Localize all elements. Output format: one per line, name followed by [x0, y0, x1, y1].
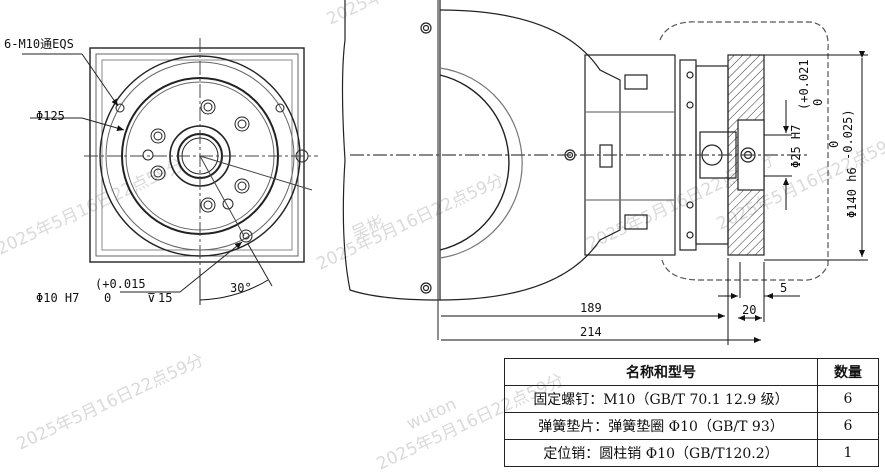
part-qty: 6 — [817, 412, 879, 440]
dia140-tol-lower: -0.025) — [841, 109, 855, 160]
bolt-holes — [142, 99, 250, 213]
part-name: 固定螺钉：M10（GB/T 70.1 12.9 级） — [504, 385, 818, 413]
dia140-label: Φ140 h6 — [845, 167, 859, 218]
angle-label: 30° — [230, 281, 252, 295]
part-qty: 1 — [817, 439, 879, 467]
depth-symbol: ⊽ — [147, 291, 156, 305]
dim-20: 20 — [742, 303, 756, 317]
header-qty: 数量 — [817, 358, 879, 386]
flange-front-view — [22, 38, 318, 305]
part-name: 弹簧垫片：弹簧垫圈 Φ10（GB/T 93） — [504, 412, 818, 440]
table-row: 弹簧垫片：弹簧垫圈 Φ10（GB/T 93） 6 — [504, 412, 879, 440]
dim-214: 214 — [580, 325, 602, 339]
part-name: 定位销：圆柱销 Φ10（GB/T120.2） — [504, 439, 818, 467]
vertical-dimensions — [764, 51, 868, 261]
watermark-date: 2025年5月16日22点59分 — [314, 170, 507, 274]
table-row: 定位销：圆柱销 Φ10（GB/T120.2） 1 — [504, 439, 879, 467]
watermark-date: 2025年5月16日22点59分 — [14, 350, 207, 454]
dia25-tol-upper: (+0.021 — [797, 59, 811, 110]
depth-value: 15 — [158, 291, 172, 305]
horizontal-dimensions — [441, 258, 800, 345]
dia25-tol-lower: 0 — [811, 99, 825, 106]
pin-tol-upper: (+0.015 — [95, 277, 146, 291]
parts-table-header: 名称和型号 数量 — [504, 358, 879, 386]
watermark-date: 2025年5月16日22点59分 — [324, 0, 517, 30]
pin-tol-lower: 0 — [104, 291, 111, 305]
header-name: 名称和型号 — [504, 358, 818, 386]
dim-189: 189 — [580, 301, 602, 315]
dia25-label: Φ25 H7 — [789, 125, 803, 168]
dia125-label: Φ125 — [36, 109, 65, 123]
dia140-tol-upper: 0 — [827, 141, 841, 148]
table-row: 固定螺钉：M10（GB/T 70.1 12.9 级） 6 — [504, 385, 879, 413]
thread-label: 6-M10通EQS — [4, 37, 74, 51]
watermark-date: 2025年5月16日22点59分 — [0, 155, 187, 259]
part-qty: 6 — [817, 385, 879, 413]
actuator-side-view — [341, 0, 829, 340]
parts-table: 名称和型号 数量 固定螺钉：M10（GB/T 70.1 12.9 级） 6 弹簧… — [504, 358, 879, 467]
dim-5: 5 — [780, 281, 787, 295]
pin-hole-label: Φ10 H7 — [36, 291, 79, 305]
